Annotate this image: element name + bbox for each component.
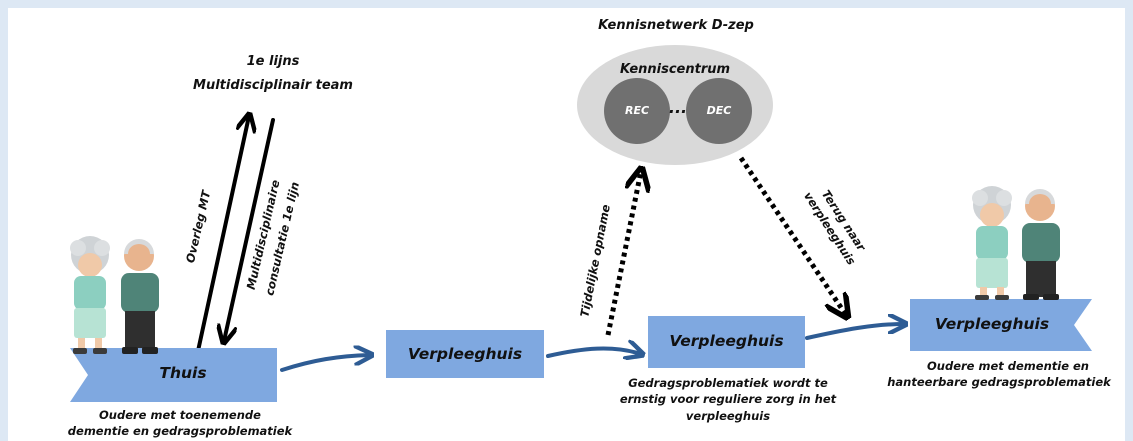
consultatie-arrow: [224, 118, 275, 341]
kenniscentrum-label: Kenniscentrum: [619, 62, 731, 77]
verpleeghuis-label-2: Verpleeghuis: [669, 332, 784, 350]
mid-caption-line3: verpleeghuis: [685, 409, 771, 423]
flow-arrow-1: [280, 355, 370, 372]
thuis-caption-line2: dementie en gedragsproblematiek: [67, 424, 293, 438]
mid-caption-line1: Gedragsproblematiek wordt te: [628, 376, 828, 390]
mid-caption-line2: ernstig voor reguliere zorg in het: [619, 392, 837, 406]
rec-node: [604, 78, 670, 144]
verpleeghuis-label-3: Verpleeghuis: [934, 315, 1050, 333]
rec-label: REC: [624, 104, 650, 117]
right-caption-line2: hanteerbare gedragsproblematiek: [887, 375, 1111, 389]
thuis-label: Thuis: [159, 364, 207, 382]
verpleeghuis-ribbon-3: [910, 299, 1092, 351]
dec-node: [686, 78, 752, 144]
verpleeghuis-label-1: Verpleeghuis: [407, 345, 523, 363]
flow-arrow-2: [546, 348, 641, 356]
tijdelijke-opname-arrow: [605, 171, 641, 336]
overleg-arrow: [196, 116, 249, 353]
elderly-couple-icon: [70, 236, 159, 354]
right-caption-line1: Oudere met dementie en: [927, 359, 1089, 373]
team-label-line1: 1e lijns: [246, 54, 300, 69]
network-dots: ...: [668, 98, 688, 117]
verpleeghuis-box-1: [386, 330, 544, 378]
verpleeghuis-box-2: [648, 316, 805, 368]
network-title: Kennisnetwerk D-zep: [598, 18, 754, 33]
thuis-ribbon: [70, 348, 277, 402]
diagram-canvas: Kennisnetwerk D-zep Kenniscentrum REC ..…: [8, 8, 1125, 441]
flow-arrow-3: [805, 324, 904, 340]
dec-label: DEC: [706, 104, 732, 117]
elderly-couple-icon: [972, 186, 1060, 300]
diagram-graphics: [70, 45, 1092, 402]
team-label-line2: Multidisciplinair team: [193, 78, 353, 93]
thuis-caption-line1: Oudere met toenemende: [99, 408, 261, 422]
